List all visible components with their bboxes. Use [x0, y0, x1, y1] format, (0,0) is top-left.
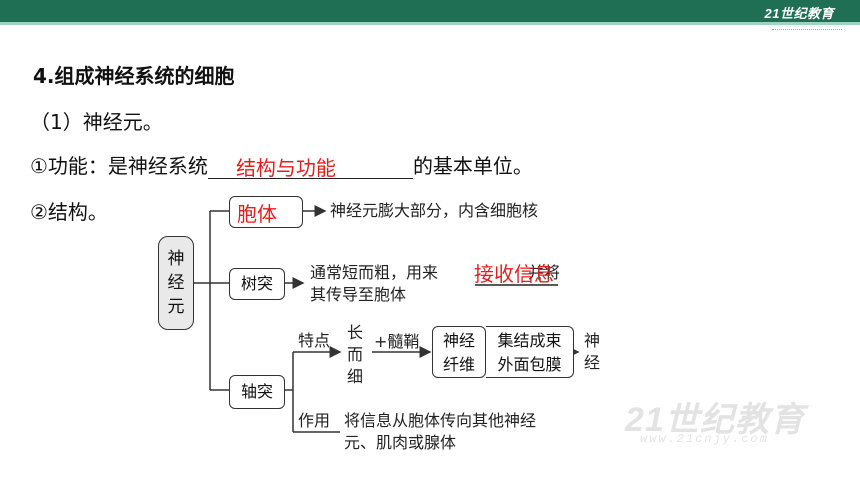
axon-function-line1: 将信息从胞体传向其他神经: [344, 411, 537, 430]
neuron-root-label: 神经元: [167, 249, 185, 317]
function-blank: 结构与功能: [207, 156, 413, 180]
item-neuron: （1）神经元。: [30, 110, 163, 134]
dendrite-desc-end: 并将: [528, 263, 561, 282]
function-prefix: ①功能：是神经系统: [30, 154, 208, 178]
top-banner: 21世纪教育: [0, 0, 860, 25]
feature-label: 特点: [298, 331, 331, 350]
cell-body-answer: 胞体: [237, 202, 277, 226]
function-suffix: 的基本单位。: [412, 154, 533, 178]
dendrite-desc: 通常短而粗，用来 并将 其传导至胞体: [310, 262, 560, 306]
function-label: 作用: [298, 411, 331, 430]
dendrite-box: 树突: [229, 268, 285, 300]
brand-logo: 21世纪教育: [764, 6, 834, 21]
bundle-box: 集结成束 外面包膜: [486, 326, 574, 378]
dendrite-desc-start: 通常短而粗，用来: [310, 263, 439, 282]
bundle-line1: 集结成束: [497, 331, 562, 350]
logo-underline: [772, 29, 842, 34]
watermark-url: www.21cnjy.com: [640, 432, 769, 446]
nerve-fiber-label: 神经纤维: [442, 331, 475, 374]
item-function: ①功能：是神经系统 结构与功能 的基本单位。: [30, 150, 533, 180]
nerve-label: 神经: [584, 331, 601, 372]
dendrite-answer: 接收信息: [474, 262, 554, 286]
nerve-fiber-box: 神经纤维: [432, 326, 486, 378]
axon-function-line2: 元、肌肉或腺体: [344, 433, 457, 452]
cell-body-box: 胞体: [229, 196, 303, 228]
feature-value: 长而细: [347, 323, 364, 386]
dendrite-desc-line2: 其传导至胞体: [310, 285, 407, 304]
plus-sheath: +髓鞘: [374, 332, 420, 351]
function-answer: 结构与功能: [235, 156, 336, 180]
banner-stripe: [0, 22, 860, 25]
axon-function-desc: 将信息从胞体传向其他神经 元、肌肉或腺体: [344, 410, 536, 454]
bundle-line2: 外面包膜: [497, 355, 562, 374]
watermark-logo: 21世纪教育: [625, 401, 805, 439]
item-structure: ②结构。: [30, 200, 108, 224]
section-heading: 4.组成神经系统的细胞: [33, 64, 235, 88]
neuron-root-box: 神经元: [158, 236, 194, 330]
axon-box: 轴突: [229, 375, 285, 409]
cell-body-desc: 神经元膨大部分，内含细胞核: [330, 201, 539, 220]
